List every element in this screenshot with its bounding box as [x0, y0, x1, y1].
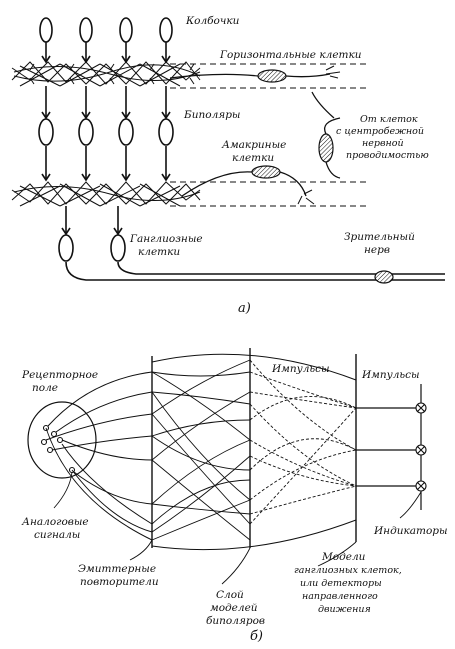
- label-optic-2: нерв: [364, 244, 390, 256]
- label-centrifugal-3: нервной: [362, 138, 404, 149]
- label-bipolars: Биполяры: [183, 109, 240, 121]
- label-models-4: направленного: [302, 591, 378, 602]
- pointer-lines: [53, 471, 422, 585]
- bipolar-to-ganglion-network: [249, 359, 357, 525]
- label-layer-3: биполяров: [206, 615, 265, 627]
- label-models-5: движения: [318, 604, 371, 615]
- output-lines: [356, 384, 422, 510]
- analog-signal-lines: [45, 371, 153, 541]
- horizontal-cell: [169, 65, 341, 83]
- label-receptive-1: Рецепторное: [21, 369, 98, 381]
- label-ganglion-2: клетки: [138, 246, 180, 258]
- label-models-3: или детекторы: [300, 578, 382, 589]
- panel-a: Колбочки Горизонтальные клетки Биполяры …: [11, 15, 445, 316]
- ganglion-cells: [58, 234, 126, 262]
- bipolar-cells: [38, 118, 174, 146]
- label-analog-1: Аналоговые: [21, 516, 89, 528]
- label-centrifugal-1: От клеток: [360, 114, 418, 125]
- receptive-field: [27, 401, 97, 479]
- layer-dividers: [151, 348, 357, 548]
- label-impulses-2: Импульсы: [361, 369, 420, 381]
- envelope-lines: [151, 353, 357, 551]
- panel-a-label: а): [238, 301, 251, 316]
- receptors: [40, 424, 76, 474]
- outer-plexiform-layer: [11, 61, 201, 87]
- label-indicators: Индикаторы: [373, 525, 448, 537]
- label-models-2: ганглиозных клеток,: [294, 565, 402, 576]
- label-models-1: Модели: [321, 551, 366, 563]
- label-amacrine-1: Амакриные: [221, 139, 286, 151]
- label-optic-1: Зрительный: [344, 231, 415, 243]
- emitter-to-bipolar-network: [151, 359, 251, 541]
- cone-cells: [39, 17, 173, 43]
- label-emitter-2: повторители: [80, 576, 159, 588]
- label-amacrine-2: клетки: [232, 152, 274, 164]
- panel-b: Рецепторное поле Аналоговые сигналы Эмит…: [21, 348, 448, 644]
- bipolar-axons: [41, 86, 171, 182]
- ganglion-axons: [61, 206, 445, 281]
- label-horizontal-cells: Горизонтальные клетки: [219, 49, 362, 61]
- optic-nerve-node: [374, 270, 394, 284]
- label-ganglion-1: Ганглиозные: [129, 233, 203, 245]
- amacrine-cell: [181, 165, 315, 205]
- label-cones: Колбочки: [185, 15, 240, 27]
- label-centrifugal-4: проводимостью: [346, 150, 429, 161]
- indicator-lamps: [415, 402, 427, 492]
- label-layer-1: Слой: [216, 589, 244, 601]
- label-impulses-1: Импульсы: [271, 363, 330, 375]
- label-receptive-2: поле: [32, 382, 58, 394]
- label-layer-2: моделей: [210, 602, 258, 614]
- label-centrifugal-2: с центробежной: [336, 126, 424, 137]
- inner-plexiform-layer: [11, 181, 201, 207]
- label-analog-2: сигналы: [34, 529, 80, 541]
- cone-axons: [41, 42, 171, 64]
- label-emitter-1: Эмиттерные: [78, 563, 156, 575]
- panel-b-label: б): [250, 629, 263, 644]
- centrifugal-fibre: [311, 91, 341, 179]
